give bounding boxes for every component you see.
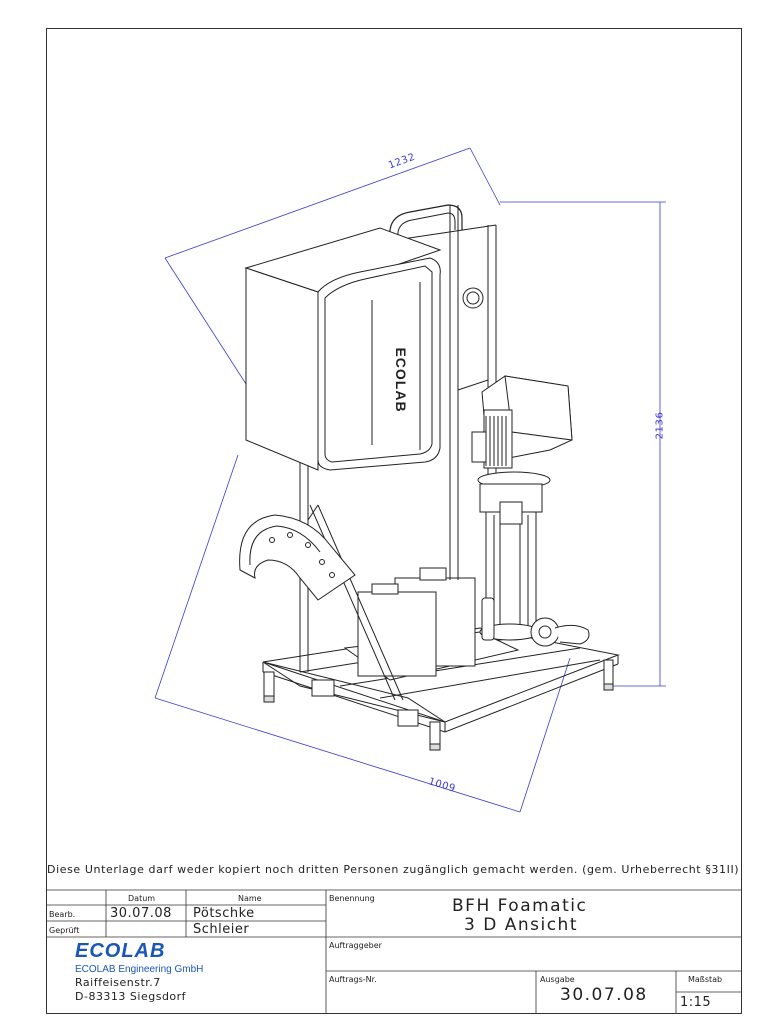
company-name: ECOLAB Engineering GmbH	[75, 964, 204, 975]
drawing-title-line2: 3 D Ansicht	[464, 915, 578, 935]
pump-body	[479, 483, 590, 647]
copyright-notice: Diese Unterlage darf weder kopiert noch …	[47, 863, 740, 876]
company-logo: ECOLAB	[75, 940, 166, 962]
auftraggeber-label: Auftraggeber	[329, 941, 382, 950]
bearb-date: 30.07.08	[110, 906, 172, 921]
hose-bracket	[239, 514, 356, 601]
ausgabe-value: 30.07.08	[560, 985, 648, 1005]
dimension-lines	[154, 147, 666, 813]
bearb-name: Pötschke	[193, 906, 255, 921]
massstab-value: 1:15	[680, 995, 712, 1010]
gauge	[462, 287, 484, 309]
benennung-label: Benennung	[329, 894, 375, 903]
header-name: Name	[238, 894, 262, 903]
cabinet-logo: ECOLAB	[393, 347, 409, 412]
cabinet	[244, 227, 442, 471]
pump-motor	[471, 375, 573, 489]
geprueft-label: Geprüft	[49, 926, 80, 935]
ausgabe-label: Ausgabe	[540, 975, 575, 984]
company-street: Raiffeisenstr.7	[75, 976, 161, 989]
canisters	[357, 567, 476, 677]
auftrags-nr-label: Auftrags-Nr.	[329, 975, 377, 984]
bearb-label: Bearb.	[49, 910, 76, 919]
header-datum: Datum	[128, 894, 156, 903]
drawing-sheet-border	[46, 28, 742, 1014]
drawing-title-line1: BFH Foamatic	[452, 896, 588, 916]
company-city: D-83313 Siegsdorf	[75, 990, 187, 1003]
geprueft-name: Schleier	[193, 922, 250, 937]
massstab-label: Maßstab	[688, 975, 723, 984]
